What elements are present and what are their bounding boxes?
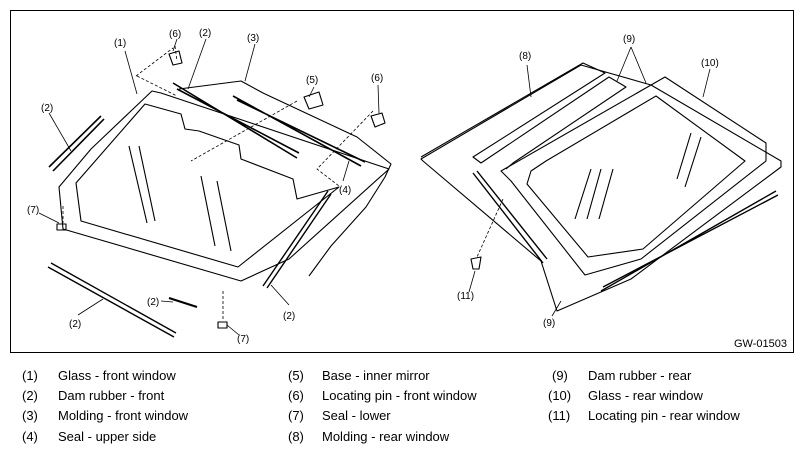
- legend-number: (8): [288, 429, 304, 444]
- front-glass-inner: [75, 103, 340, 268]
- seal-lower-bottom: [217, 321, 228, 329]
- legend-text: Locating pin - front window: [322, 388, 477, 403]
- legend-number: (5): [288, 368, 304, 383]
- callout-6: (6): [169, 29, 181, 40]
- legend-text: Molding - front window: [58, 408, 189, 423]
- locating-pin-front-right: [370, 112, 386, 128]
- legend-text: Seal - upper side: [58, 429, 157, 444]
- legend-text: Seal - lower: [322, 408, 391, 423]
- legend-number: (7): [288, 408, 304, 423]
- front-dam-rubber-bottom: [47, 262, 177, 338]
- callout-2: (2): [147, 297, 159, 308]
- legend-number: (11): [548, 408, 571, 423]
- callout-10: (10): [701, 58, 719, 69]
- front-glass-glare: [128, 145, 232, 252]
- callout-7: (7): [237, 334, 249, 345]
- inner-mirror-base: [303, 91, 324, 110]
- rear-leader-line: [476, 198, 504, 258]
- rear-glass-inner: [526, 95, 746, 258]
- legend-number: (4): [22, 429, 38, 444]
- legend-number: (3): [22, 408, 38, 423]
- callout-5: (5): [306, 75, 318, 86]
- legend-text: Glass - rear window: [588, 388, 703, 403]
- legend-text: Locating pin - rear window: [588, 408, 740, 423]
- callout-9: (9): [543, 318, 555, 329]
- seal-lower-left: [56, 223, 67, 231]
- front-dam-rubber-small: [168, 297, 198, 308]
- rear-dam-rubber: [420, 64, 782, 312]
- callout-1: (1): [114, 38, 126, 49]
- legend-number: (1): [22, 368, 38, 383]
- locating-pin-rear: [470, 256, 482, 270]
- front-glass-outer: [58, 90, 390, 282]
- front-dam-rubber-upper: [232, 95, 366, 167]
- callout-labels: (1) (2) (3) (6) (5) (6) (2) (4) (7) (2) …: [27, 28, 719, 345]
- rear-dam-rubber-bottom: [600, 190, 779, 292]
- legend: (1) Glass - front window (2) Dam rubber …: [0, 360, 804, 450]
- callout-9: (9): [623, 34, 635, 45]
- legend-text: Molding - rear window: [322, 429, 450, 444]
- callout-3: (3): [247, 33, 259, 44]
- legend-number: (9): [552, 368, 568, 383]
- legend-text: Base - inner mirror: [322, 368, 430, 383]
- legend-number: (2): [22, 388, 38, 403]
- legend-number: (6): [288, 388, 304, 403]
- callout-leaders: [38, 38, 711, 336]
- callout-6: (6): [371, 73, 383, 84]
- callout-11: (11): [457, 291, 474, 302]
- legend-text: Glass - front window: [58, 368, 176, 383]
- windshield-exploded-diagram: (1) (2) (3) (6) (5) (6) (2) (4) (7) (2) …: [10, 10, 794, 353]
- callout-7: (7): [27, 205, 39, 216]
- front-dam-rubber-right: [262, 190, 332, 289]
- callout-8: (8): [519, 51, 531, 62]
- callout-2: (2): [69, 319, 81, 330]
- front-leader-lines: [62, 45, 374, 321]
- callout-2: (2): [283, 311, 295, 322]
- rear-dam-rubber-left: [472, 170, 548, 264]
- front-dam-rubber-top: [172, 82, 300, 159]
- locating-pin-front-left: [168, 50, 183, 66]
- diagram-drawing: (1) (2) (3) (6) (5) (6) (2) (4) (7) (2) …: [27, 28, 782, 345]
- legend-number: (10): [548, 388, 572, 403]
- callout-2: (2): [41, 103, 53, 114]
- front-molding: [178, 80, 392, 277]
- legend-text: Dam rubber - front: [58, 388, 165, 403]
- rear-molding: [420, 62, 627, 170]
- callout-2: (2): [199, 28, 211, 39]
- legend-text: Dam rubber - rear: [588, 368, 692, 383]
- rear-glass-outer: [500, 76, 767, 276]
- rear-glass-glare: [574, 132, 702, 220]
- figure-code: GW-01503: [734, 338, 787, 350]
- callout-4: (4): [339, 185, 351, 196]
- front-dam-rubber-left: [48, 115, 105, 172]
